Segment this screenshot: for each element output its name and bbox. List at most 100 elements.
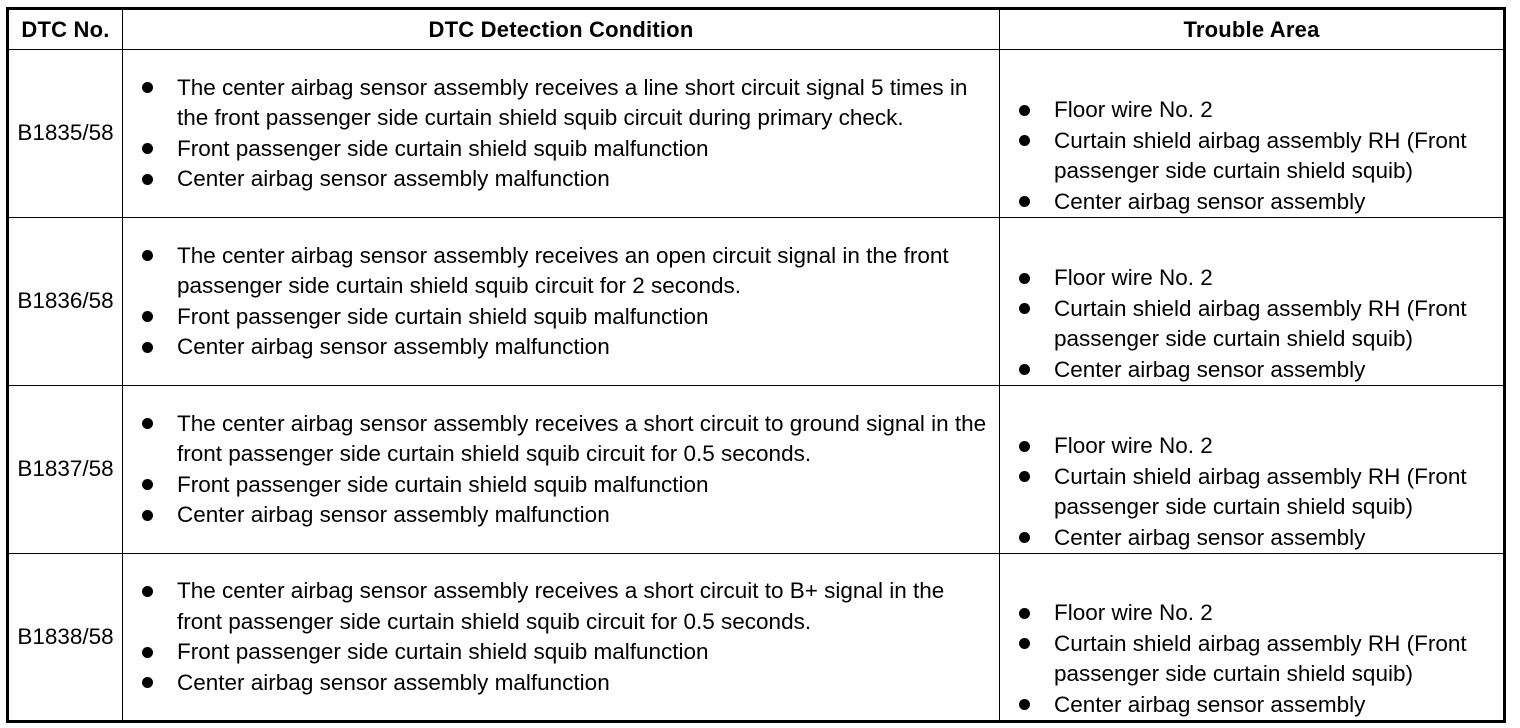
bullet-icon: [141, 668, 177, 699]
list-item: Floor wire No. 2: [1018, 431, 1495, 462]
condition-text: The center airbag sensor assembly receiv…: [177, 410, 987, 467]
bullet-icon: [1018, 294, 1054, 325]
list-item: Front passenger side curtain shield squi…: [141, 134, 991, 165]
condition-list: The center airbag sensor assembly receiv…: [141, 73, 991, 195]
trouble-area-cell: Floor wire No. 2 Curtain shield airbag a…: [999, 217, 1505, 386]
bullet-icon: [141, 73, 177, 104]
detection-condition-cell: The center airbag sensor assembly receiv…: [122, 49, 1000, 218]
list-item: Curtain shield airbag assembly RH (Front…: [1018, 294, 1495, 355]
condition-text: The center airbag sensor assembly receiv…: [177, 242, 949, 299]
bullet-icon: [1018, 355, 1054, 386]
table-row: B1838/58 The center airbag sensor assemb…: [7, 553, 1505, 722]
condition-text: Center airbag sensor assembly malfunctio…: [177, 502, 610, 527]
condition-text: The center airbag sensor assembly receiv…: [177, 578, 945, 634]
list-item: Curtain shield airbag assembly RH (Front…: [1018, 629, 1495, 690]
area-text: Center airbag sensor assembly: [1054, 356, 1366, 382]
table-row: B1836/58 The center airbag sensor assemb…: [7, 217, 1505, 386]
list-item: Center airbag sensor assembly: [1018, 355, 1495, 386]
bullet-icon: [1018, 263, 1054, 294]
condition-list: The center airbag sensor assembly receiv…: [141, 576, 991, 698]
bullet-icon: [1018, 462, 1054, 493]
bullet-icon: [141, 134, 177, 165]
trouble-area-cell: Floor wire No. 2 Curtain shield airbag a…: [999, 553, 1505, 722]
header-trouble-area: Trouble Area: [999, 8, 1505, 50]
list-item: Center airbag sensor assembly malfunctio…: [141, 164, 991, 195]
list-item: Front passenger side curtain shield squi…: [141, 302, 991, 333]
trouble-area-cell: Floor wire No. 2 Curtain shield airbag a…: [999, 385, 1505, 554]
table-row: B1835/58 The center airbag sensor assemb…: [7, 49, 1505, 218]
trouble-area-cell: Floor wire No. 2 Curtain shield airbag a…: [999, 49, 1505, 218]
condition-text: Front passenger side curtain shield squi…: [177, 639, 709, 664]
dtc-code: B1837/58: [7, 385, 123, 554]
dtc-code: B1835/58: [7, 49, 123, 218]
bullet-icon: [141, 409, 177, 440]
area-text: Floor wire No. 2: [1054, 433, 1213, 458]
list-item: The center airbag sensor assembly receiv…: [141, 576, 991, 637]
bullet-icon: [141, 500, 177, 531]
area-text: Floor wire No. 2: [1054, 265, 1213, 290]
bullet-icon: [1018, 690, 1054, 721]
list-item: The center airbag sensor assembly receiv…: [141, 241, 991, 302]
dtc-code: B1836/58: [7, 217, 123, 386]
list-item: Center airbag sensor assembly: [1018, 523, 1495, 554]
bullet-icon: [141, 241, 177, 272]
table-header-row: DTC No. DTC Detection Condition Trouble …: [7, 8, 1505, 50]
list-item: Center airbag sensor assembly: [1018, 690, 1495, 721]
bullet-icon: [141, 302, 177, 333]
list-item: Floor wire No. 2: [1018, 95, 1495, 126]
condition-text: Front passenger side curtain shield squi…: [177, 471, 709, 497]
area-text: Curtain shield airbag assembly RH (Front…: [1054, 127, 1467, 184]
area-text: Center airbag sensor assembly: [1054, 188, 1366, 214]
area-text: Floor wire No. 2: [1054, 97, 1213, 122]
list-item: The center airbag sensor assembly receiv…: [141, 73, 991, 134]
bullet-icon: [141, 164, 177, 195]
detection-condition-cell: The center airbag sensor assembly receiv…: [122, 553, 1000, 722]
bullet-icon: [141, 332, 177, 363]
area-list: Floor wire No. 2 Curtain shield airbag a…: [1018, 95, 1495, 217]
condition-text: Front passenger side curtain shield squi…: [177, 135, 709, 161]
bullet-icon: [141, 576, 177, 607]
list-item: Center airbag sensor assembly malfunctio…: [141, 668, 991, 699]
area-text: Floor wire No. 2: [1054, 600, 1213, 625]
bullet-icon: [1018, 629, 1054, 660]
condition-text: Center airbag sensor assembly malfunctio…: [177, 334, 610, 359]
condition-list: The center airbag sensor assembly receiv…: [141, 241, 991, 363]
detection-condition-cell: The center airbag sensor assembly receiv…: [122, 385, 1000, 554]
list-item: Center airbag sensor assembly: [1018, 187, 1495, 218]
condition-list: The center airbag sensor assembly receiv…: [141, 409, 991, 531]
dtc-code: B1838/58: [7, 553, 123, 722]
bullet-icon: [1018, 95, 1054, 126]
condition-text: Center airbag sensor assembly malfunctio…: [177, 669, 610, 695]
list-item: Floor wire No. 2: [1018, 598, 1495, 629]
area-text: Center airbag sensor assembly: [1054, 691, 1366, 717]
bullet-icon: [1018, 431, 1054, 462]
bullet-icon: [1018, 187, 1054, 218]
list-item: The center airbag sensor assembly receiv…: [141, 409, 991, 470]
area-text: Curtain shield airbag assembly RH (Front…: [1054, 630, 1467, 687]
list-item: Floor wire No. 2: [1018, 263, 1495, 294]
list-item: Curtain shield airbag assembly RH (Front…: [1018, 126, 1495, 187]
list-item: Curtain shield airbag assembly RH (Front…: [1018, 462, 1495, 523]
list-item: Front passenger side curtain shield squi…: [141, 637, 991, 668]
condition-text: Front passenger side curtain shield squi…: [177, 303, 709, 329]
area-text: Curtain shield airbag assembly RH (Front…: [1054, 463, 1467, 520]
area-list: Floor wire No. 2 Curtain shield airbag a…: [1018, 598, 1495, 720]
bullet-icon: [141, 637, 177, 668]
list-item: Front passenger side curtain shield squi…: [141, 470, 991, 501]
header-dtc-no: DTC No.: [7, 8, 123, 50]
bullet-icon: [141, 470, 177, 501]
area-text: Center airbag sensor assembly: [1054, 524, 1366, 550]
area-list: Floor wire No. 2 Curtain shield airbag a…: [1018, 431, 1495, 553]
condition-text: The center airbag sensor assembly receiv…: [177, 74, 968, 131]
condition-text: Center airbag sensor assembly malfunctio…: [177, 166, 610, 191]
bullet-icon: [1018, 126, 1054, 157]
table-row: B1837/58 The center airbag sensor assemb…: [7, 385, 1505, 554]
area-list: Floor wire No. 2 Curtain shield airbag a…: [1018, 263, 1495, 385]
list-item: Center airbag sensor assembly malfunctio…: [141, 332, 991, 363]
area-text: Curtain shield airbag assembly RH (Front…: [1054, 295, 1467, 352]
dtc-table: DTC No. DTC Detection Condition Trouble …: [6, 7, 1506, 723]
detection-condition-cell: The center airbag sensor assembly receiv…: [122, 217, 1000, 386]
header-detection-condition: DTC Detection Condition: [122, 8, 1000, 50]
list-item: Center airbag sensor assembly malfunctio…: [141, 500, 991, 531]
bullet-icon: [1018, 523, 1054, 554]
